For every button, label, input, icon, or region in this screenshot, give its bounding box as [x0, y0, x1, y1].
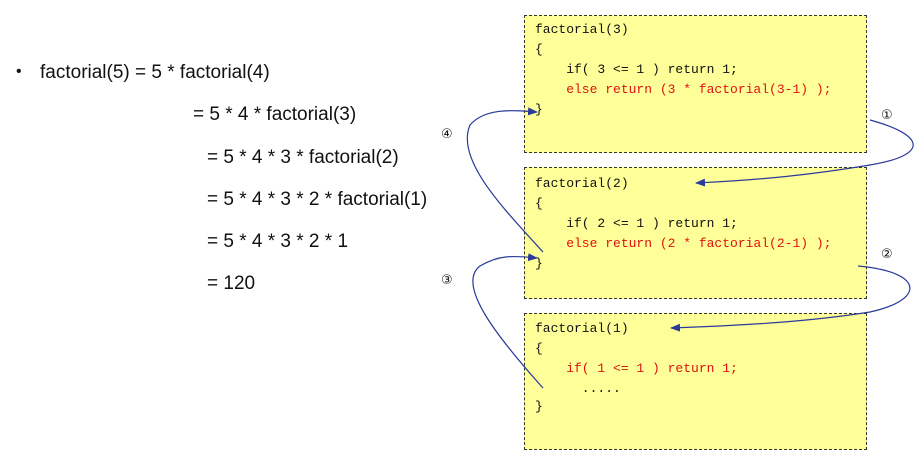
else-line: else return (2 * factorial(2-1) );	[535, 236, 832, 251]
equation-line-6: = 120	[207, 273, 256, 294]
open-brace: {	[535, 196, 543, 211]
open-brace: {	[535, 341, 543, 356]
label-3: ③	[441, 273, 453, 288]
code-box-factorial-2: factorial(2) { if( 2 <= 1 ) return 1; el…	[524, 167, 867, 299]
dots: .....	[535, 381, 621, 396]
bullet: •	[16, 63, 22, 80]
close-brace: }	[535, 399, 543, 414]
equation-line-1: factorial(5) = 5 * factorial(4)	[40, 62, 270, 83]
equation-line-3: = 5 * 4 * 3 * factorial(2)	[207, 147, 399, 168]
equation-line-2: = 5 * 4 * factorial(3)	[193, 104, 357, 125]
box-header: factorial(2)	[535, 176, 629, 191]
box-header: factorial(1)	[535, 321, 629, 336]
arrow-call-2	[670, 265, 911, 332]
if-line: if( 3 <= 1 ) return 1;	[535, 62, 738, 77]
label-2: ②	[881, 247, 893, 262]
arrow-return-4	[466, 107, 544, 253]
box-header: factorial(3)	[535, 22, 629, 37]
close-brace: }	[535, 256, 543, 271]
label-1: ①	[881, 108, 893, 123]
if-line: if( 2 <= 1 ) return 1;	[535, 216, 738, 231]
equation-line-4: = 5 * 4 * 3 * 2 * factorial(1)	[207, 189, 428, 210]
equation-line-5: = 5 * 4 * 3 * 2 * 1	[207, 231, 349, 252]
else-line: else return (3 * factorial(3-1) );	[535, 82, 832, 97]
close-brace: }	[535, 102, 543, 117]
open-brace: {	[535, 42, 543, 57]
arrow-return-3	[472, 253, 544, 389]
code-box-factorial-1: factorial(1) { if( 1 <= 1 ) return 1; ..…	[524, 313, 867, 450]
if-line: if( 1 <= 1 ) return 1;	[535, 361, 738, 376]
label-4: ④	[441, 127, 453, 142]
arrow-call-1	[695, 119, 914, 187]
code-box-factorial-3: factorial(3) { if( 3 <= 1 ) return 1; el…	[524, 15, 867, 153]
